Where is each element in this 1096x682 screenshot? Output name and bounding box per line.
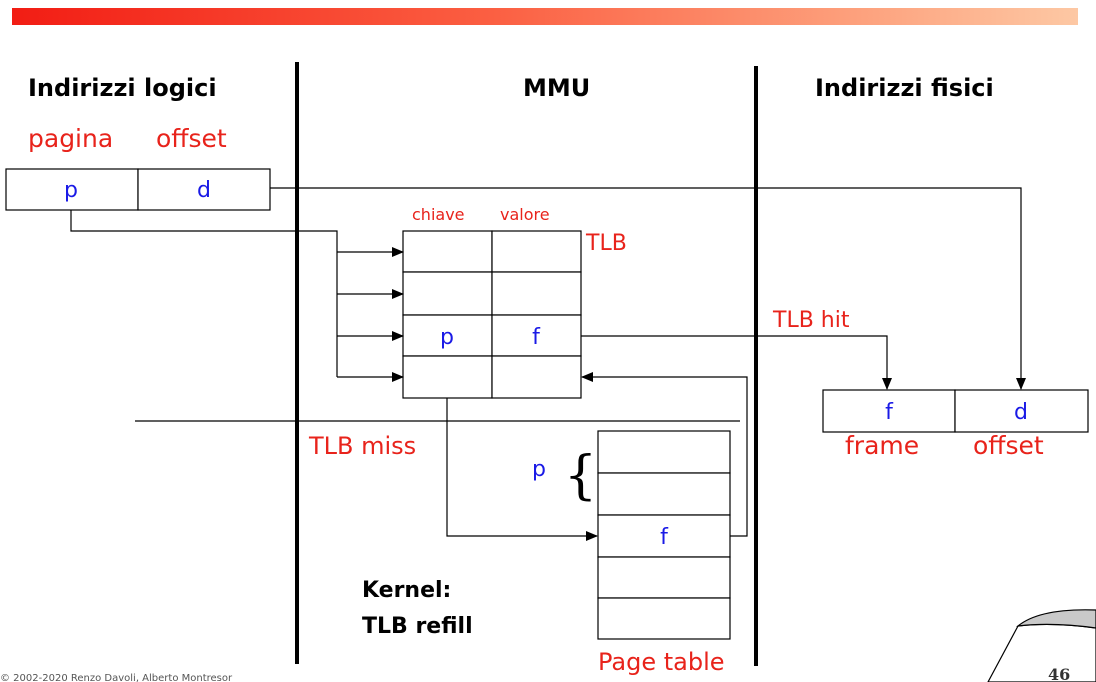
tlb-value-cell: f: [532, 325, 541, 350]
page-table: [597, 430, 731, 640]
physical-address-box: [822, 389, 1089, 433]
tlb-hit-arrow: [581, 335, 892, 390]
kernel-label: Kernel:: [362, 578, 451, 603]
tlb-value-label: valore: [500, 205, 550, 224]
tlb-miss-label: TLB miss: [308, 432, 416, 460]
header-mmu: MMU: [523, 74, 590, 102]
tlb-hit-label: TLB hit: [772, 308, 850, 333]
header-physical-addresses: Indirizzi fisici: [815, 74, 994, 102]
page-table-index-label: p: [532, 457, 546, 482]
logical-page-cell: p: [64, 178, 78, 203]
page-curl-icon: [987, 609, 1096, 682]
brace-icon: {: [564, 446, 597, 506]
offset-arrow: [270, 187, 1026, 390]
physical-offset-cell: d: [1014, 400, 1028, 425]
top-gradient-bar: [12, 8, 1078, 25]
page-number: 46: [1048, 665, 1070, 682]
header-logical-addresses: Indirizzi logici: [28, 74, 217, 102]
physical-frame-cell: f: [885, 400, 894, 425]
tlb-table: [402, 230, 582, 399]
page-table-frame-cell: f: [660, 525, 669, 550]
logical-address-box: [5, 168, 271, 211]
physical-offset-label: offset: [973, 431, 1044, 460]
copyright-text: © 2002-2020 Renzo Davoli, Alberto Montre…: [0, 673, 233, 682]
tlb-miss-arrow: [446, 398, 598, 541]
frame-label: frame: [845, 431, 919, 460]
tlb-refill-label: TLB refill: [362, 614, 473, 639]
offset-label: offset: [156, 124, 227, 153]
tlb-name: TLB: [585, 231, 627, 256]
logical-offset-cell: d: [197, 178, 211, 203]
page-lookup-line: [70, 210, 338, 377]
tlb-key-cell: p: [440, 325, 454, 350]
tlb-key-label: chiave: [412, 205, 465, 224]
tlb-refill-arrow: [581, 372, 748, 537]
page-table-label: Page table: [598, 648, 725, 676]
page-label: pagina: [28, 124, 113, 153]
